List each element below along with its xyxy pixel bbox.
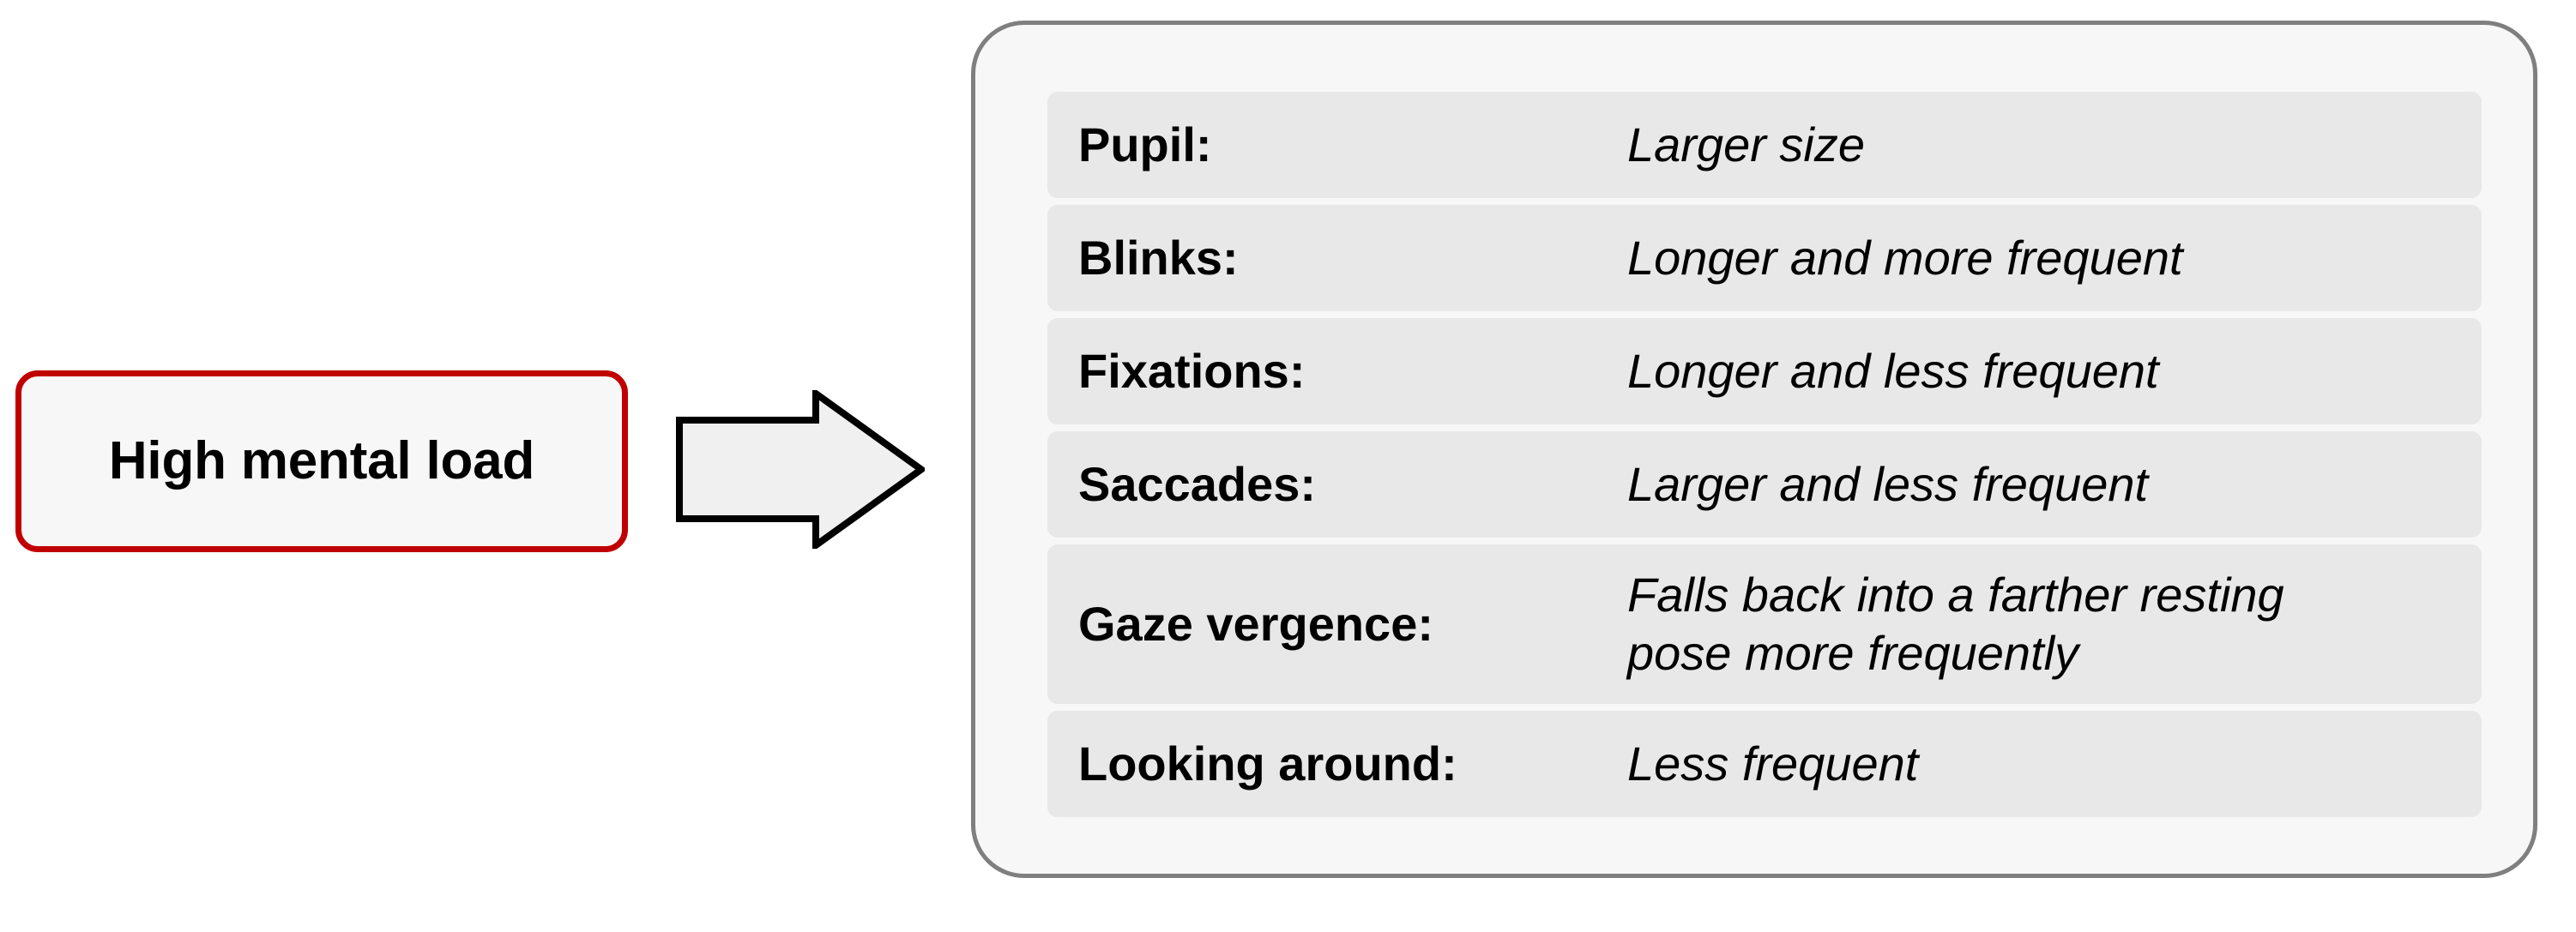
row-label: Gaze vergence:	[1078, 597, 1433, 652]
row-value-line: Larger and less frequent	[1627, 456, 2149, 511]
right-block-arrow-icon	[676, 390, 925, 549]
table-row: Saccades: Larger and less frequent	[1047, 431, 2482, 538]
high-mental-load-label: High mental load	[108, 431, 535, 491]
row-value: Larger size	[1627, 116, 2459, 174]
table-row: Pupil: Larger size	[1047, 92, 2482, 198]
row-value: Longer and more frequent	[1627, 229, 2459, 287]
row-label: Fixations:	[1078, 344, 1306, 399]
row-label: Pupil:	[1078, 117, 1212, 172]
eye-metrics-row-list: Pupil: Larger size Blinks: Longer and mo…	[1047, 92, 2482, 817]
table-row: Gaze vergence: Falls back into a farther…	[1047, 544, 2482, 704]
row-value-line: Less frequent	[1627, 736, 1919, 791]
row-value-line: Longer and less frequent	[1627, 343, 2159, 398]
high-mental-load-box: High mental load	[15, 370, 628, 552]
row-value-line: Falls back into a farther resting	[1627, 567, 2284, 622]
table-row: Blinks: Longer and more frequent	[1047, 205, 2482, 311]
row-value: Larger and less frequent	[1627, 455, 2459, 514]
row-value: Longer and less frequent	[1627, 342, 2459, 400]
table-row: Looking around: Less frequent	[1047, 711, 2482, 817]
row-value-line: Longer and more frequent	[1627, 230, 2183, 285]
row-value: Falls back into a farther resting pose m…	[1627, 566, 2459, 683]
eye-metrics-panel: Pupil: Larger size Blinks: Longer and mo…	[971, 21, 2537, 878]
row-value-line: Larger size	[1627, 117, 1866, 171]
row-label: Blinks:	[1078, 231, 1239, 286]
row-label: Saccades:	[1078, 457, 1317, 512]
table-row: Fixations: Longer and less frequent	[1047, 318, 2482, 424]
row-label: Looking around:	[1078, 737, 1457, 791]
row-value-line: pose more frequently	[1627, 626, 2079, 680]
row-value: Less frequent	[1627, 735, 2459, 793]
